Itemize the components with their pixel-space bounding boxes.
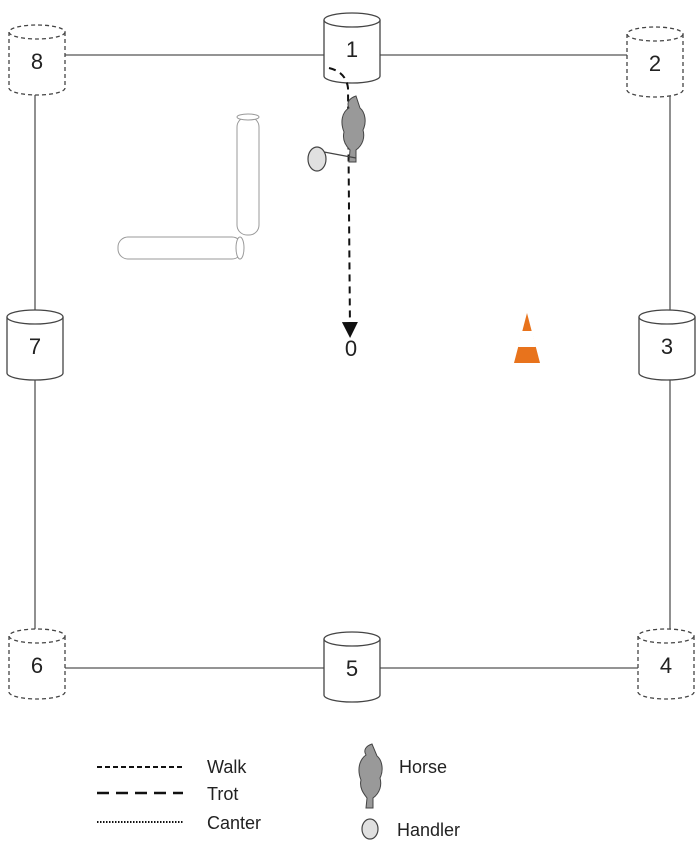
legend-handler-label: Handler (397, 820, 460, 840)
marker-3-label: 3 (661, 334, 673, 359)
marker-2: 2 (626, 26, 684, 98)
marker-5: 5 (323, 631, 381, 703)
legend-horse-label: Horse (399, 757, 447, 777)
marker-7-label: 7 (29, 334, 41, 359)
marker-2-label: 2 (649, 51, 661, 76)
marker-6: 6 (8, 628, 66, 700)
horse-icon (341, 95, 366, 163)
legend-walk-label: Walk (207, 757, 247, 777)
lead-rope (323, 151, 357, 159)
legend-handler-icon (361, 818, 379, 840)
marker-4-label: 4 (660, 653, 672, 678)
arena-boundary (34, 54, 671, 669)
handler-icon (307, 146, 327, 172)
center-point-label: 0 (345, 336, 357, 361)
marker-8: 8 (8, 24, 66, 96)
cone-icon (514, 313, 540, 363)
legend: Walk Trot Canter Horse Handler (97, 743, 460, 840)
marker-1-label: 1 (346, 37, 358, 62)
legend-trot-label: Trot (207, 784, 238, 804)
marker-1: 1 (323, 12, 381, 84)
marker-7: 7 (6, 309, 64, 381)
legend-canter-label: Canter (207, 813, 261, 833)
marker-8-label: 8 (31, 49, 43, 74)
legend-horse-icon (358, 743, 383, 809)
marker-3: 3 (638, 309, 696, 381)
ground-poles (117, 113, 260, 260)
marker-4: 4 (637, 628, 695, 700)
walk-path (328, 67, 358, 338)
marker-5-label: 5 (346, 656, 358, 681)
marker-6-label: 6 (31, 653, 43, 678)
